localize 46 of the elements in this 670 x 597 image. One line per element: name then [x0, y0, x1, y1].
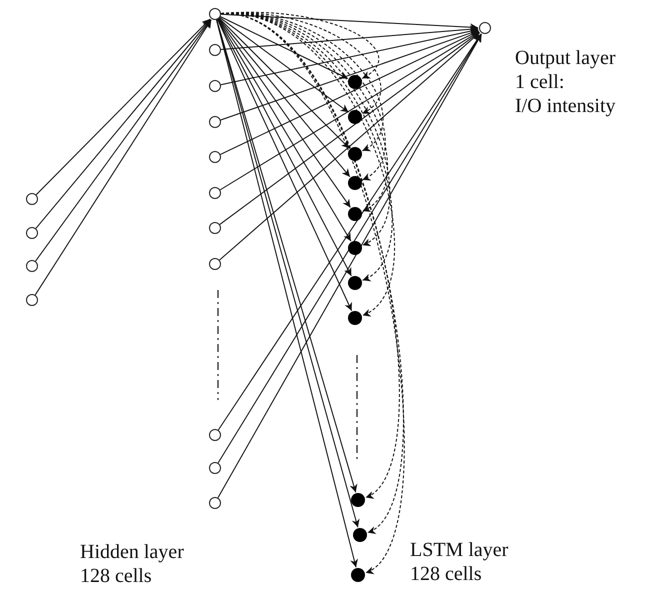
lstm-cell-dot	[348, 241, 362, 255]
lstm-cell-dot	[348, 276, 362, 290]
neuron-circle	[26, 294, 38, 306]
layer-caption: Output layer	[515, 46, 616, 70]
neuron-circle	[209, 8, 221, 20]
neuron-circle	[209, 187, 221, 199]
neuron-circle	[209, 80, 221, 92]
lstm-cell-dot	[348, 110, 362, 124]
neuron-circle	[479, 22, 491, 34]
arrow	[220, 16, 348, 79]
arrow	[219, 17, 350, 113]
arrow	[220, 31, 480, 190]
arrow	[218, 18, 351, 208]
arrow	[220, 30, 480, 155]
layer-caption: I/O intensity	[515, 94, 616, 118]
neuron-circle	[209, 44, 221, 56]
neuron-circle	[209, 258, 221, 270]
neuron-circle	[26, 227, 38, 239]
lstm-cell-dot	[348, 75, 362, 89]
arrow	[220, 29, 479, 121]
neuron-circle	[209, 222, 221, 234]
arrow	[220, 14, 478, 32]
neuron-circle	[209, 462, 221, 474]
neuron-circle	[26, 260, 38, 272]
neuron-circle	[209, 116, 221, 128]
arrow	[218, 18, 350, 149]
lstm-cell-dot	[348, 176, 362, 190]
lstm-cell-dot	[353, 528, 367, 542]
lstm-cell-dot	[351, 493, 365, 507]
lstm-cell-dot	[348, 207, 362, 221]
arrow	[218, 18, 350, 178]
arrow	[36, 18, 211, 196]
arrow	[219, 32, 480, 225]
lstm-cell-dot	[348, 311, 362, 325]
arrow	[220, 25, 479, 50]
lstm-cell-dot	[351, 568, 365, 582]
neuron-circle	[26, 193, 38, 205]
layer-caption: Hidden layer 128 cells	[80, 540, 185, 588]
neuron-circle	[209, 429, 221, 441]
arrow	[220, 27, 479, 86]
neuron-circle	[209, 497, 221, 509]
layer-caption: LSTM layer 128 cells	[410, 538, 510, 586]
arrow	[219, 32, 480, 261]
layer-caption: 1 cell:	[515, 70, 564, 94]
lstm-cell-dot	[348, 147, 362, 161]
neuron-circle	[209, 151, 221, 163]
